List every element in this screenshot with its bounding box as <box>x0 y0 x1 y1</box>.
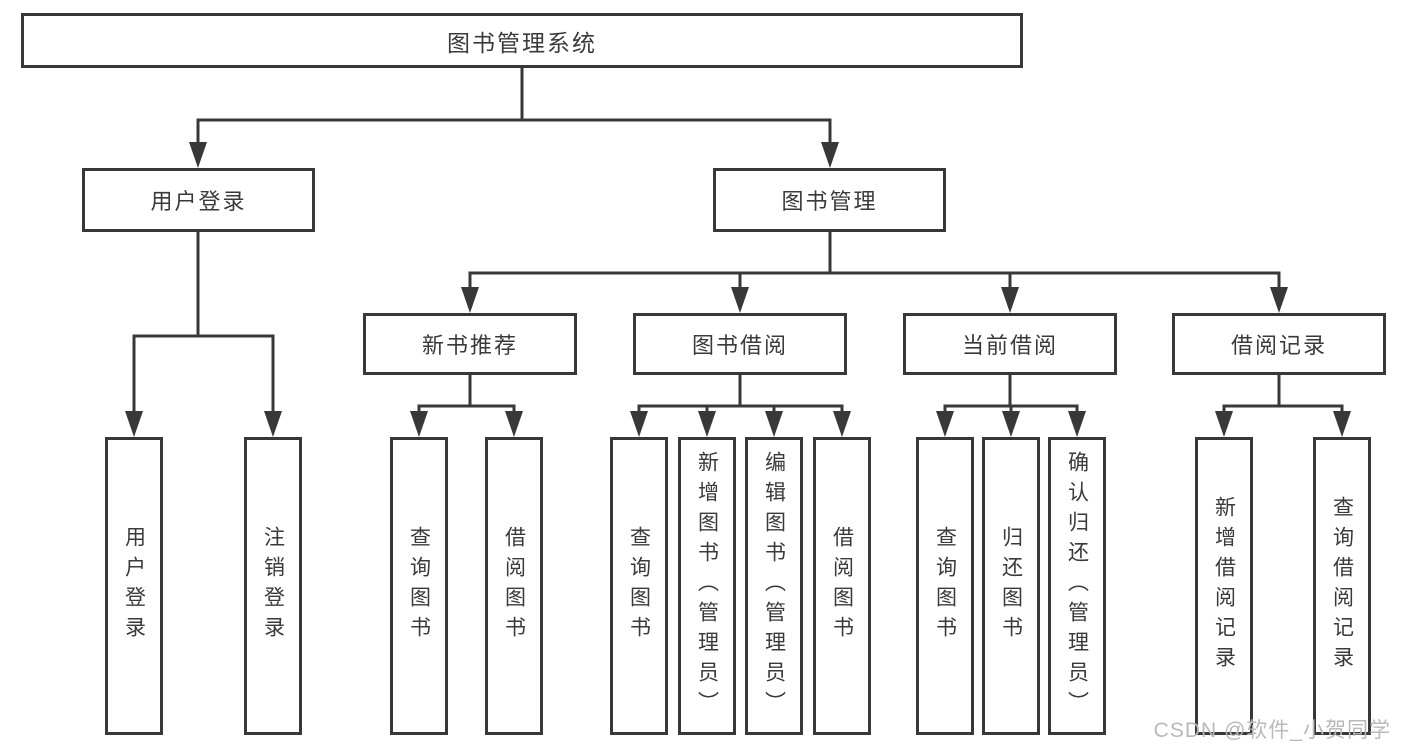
node-book-management: 图书管理 <box>713 168 946 232</box>
leaf-currentborrow-return-books-label: 归还图书 <box>999 526 1023 646</box>
leaf-bookborrow-add-books-admin: 新增图书（管理员） <box>678 437 736 735</box>
node-borrow-records: 借阅记录 <box>1172 313 1386 375</box>
leaf-newbookrec-query-books-label: 查询图书 <box>407 526 431 646</box>
leaf-currentborrow-query-books: 查询图书 <box>916 437 974 735</box>
arrowhead-icon <box>833 411 851 437</box>
leaf-newbookrec-query-books: 查询图书 <box>390 437 448 735</box>
connector-borrowrecords-to-leaves <box>1222 375 1344 414</box>
root-node-label: 图书管理系统 <box>447 29 597 56</box>
node-book-borrow: 图书借阅 <box>633 313 847 375</box>
leaf-newbookrec-borrow-books: 借阅图书 <box>485 437 543 735</box>
connector-bookmgmt-to-sections <box>468 232 1281 290</box>
arrowhead-icon <box>765 411 783 437</box>
arrowhead-icon <box>410 411 428 437</box>
arrowhead-icon <box>1215 411 1233 437</box>
leaf-currentborrow-query-books-label: 查询图书 <box>933 526 957 646</box>
arrowhead-icon <box>125 411 143 437</box>
node-current-borrow: 当前借阅 <box>903 313 1117 375</box>
node-book-borrow-label: 图书借阅 <box>691 333 788 358</box>
leaf-currentborrow-confirm-return-admin: 确认归还（管理员） <box>1048 437 1106 735</box>
connector-userlogin-to-leaves <box>132 232 275 414</box>
leaf-bookborrow-edit-books-admin-label: 编辑图书（管理员） <box>762 451 786 721</box>
leaf-bookborrow-borrow-books-label: 借阅图书 <box>830 526 854 646</box>
arrowhead-icon <box>189 142 207 168</box>
leaf-user-login-label: 用户登录 <box>122 526 146 646</box>
arrowhead-icon <box>821 142 839 168</box>
leaf-bookborrow-edit-books-admin: 编辑图书（管理员） <box>745 437 803 735</box>
leaf-borrowrecords-add-record-label: 新增借阅记录 <box>1212 496 1236 676</box>
leaf-bookborrow-query-books: 查询图书 <box>610 437 668 735</box>
node-current-borrow-label: 当前借阅 <box>961 333 1058 358</box>
node-new-book-recommend: 新书推荐 <box>363 313 577 375</box>
connector-currentborrow-to-leaves <box>943 375 1079 414</box>
node-new-book-recommend-label: 新书推荐 <box>421 333 518 358</box>
leaf-logout: 注销登录 <box>244 437 302 735</box>
node-book-management-label: 图书管理 <box>781 189 878 214</box>
connector-root-to-level2 <box>196 68 832 145</box>
arrowhead-icon <box>461 287 479 313</box>
leaf-borrowrecords-add-record: 新增借阅记录 <box>1195 437 1253 735</box>
leaf-bookborrow-borrow-books: 借阅图书 <box>813 437 871 735</box>
arrowhead-icon <box>1002 411 1020 437</box>
node-user-login-label: 用户登录 <box>150 189 247 214</box>
arrowhead-icon <box>1333 411 1351 437</box>
arrowhead-icon <box>1068 411 1086 437</box>
node-user-login: 用户登录 <box>82 168 315 232</box>
leaf-newbookrec-borrow-books-label: 借阅图书 <box>502 526 526 646</box>
root-node-system: 图书管理系统 <box>21 13 1023 68</box>
arrowhead-icon <box>731 287 749 313</box>
arrowhead-icon <box>630 411 648 437</box>
leaf-currentborrow-confirm-return-admin-label: 确认归还（管理员） <box>1065 451 1089 721</box>
leaf-borrowrecords-query-record-label: 查询借阅记录 <box>1330 496 1354 676</box>
leaf-user-login: 用户登录 <box>105 437 163 735</box>
connector-newbookrec-to-leaves <box>417 375 516 414</box>
leaf-bookborrow-add-books-admin-label: 新增图书（管理员） <box>695 451 719 721</box>
connector-bookborrow-to-leaves <box>637 375 844 414</box>
arrowhead-icon <box>505 411 523 437</box>
arrowhead-icon <box>1001 287 1019 313</box>
leaf-borrowrecords-query-record: 查询借阅记录 <box>1313 437 1371 735</box>
csdn-watermark: CSDN @软件_小贺同学 <box>1153 719 1391 742</box>
arrowhead-icon <box>936 411 954 437</box>
arrowhead-icon <box>698 411 716 437</box>
arrowhead-icon <box>1270 287 1288 313</box>
leaf-logout-label: 注销登录 <box>261 526 285 646</box>
arrowhead-icon <box>264 411 282 437</box>
leaf-bookborrow-query-books-label: 查询图书 <box>627 526 651 646</box>
node-borrow-records-label: 借阅记录 <box>1230 333 1327 358</box>
leaf-currentborrow-return-books: 归还图书 <box>982 437 1040 735</box>
